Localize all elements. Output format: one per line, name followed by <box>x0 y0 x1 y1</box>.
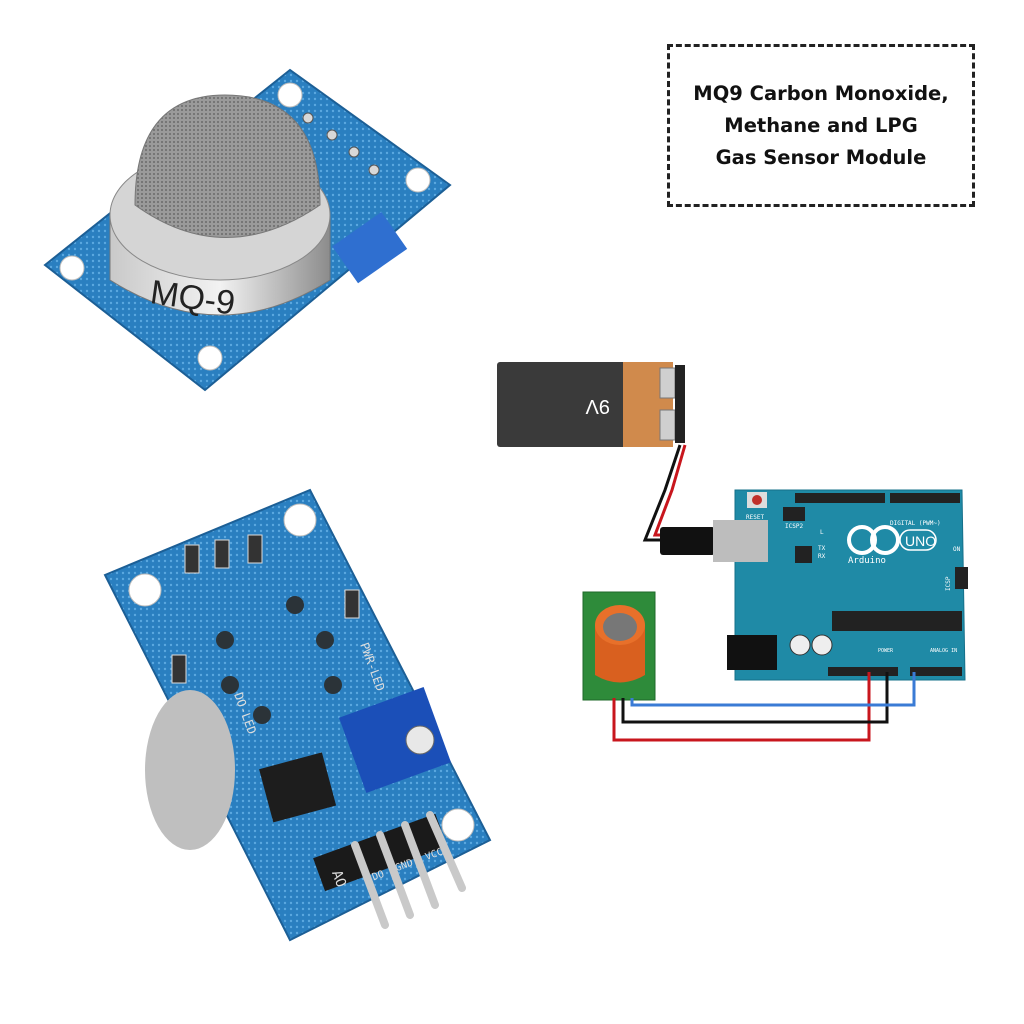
pin-label-ao: AO <box>328 868 349 889</box>
icsp2-label: ICSP2 <box>785 523 803 530</box>
ic-chip <box>259 752 337 823</box>
icsp-header <box>955 567 968 589</box>
arduino-brand: Arduino <box>848 556 886 566</box>
atmega-chip <box>832 611 962 631</box>
title-box: MQ9 Carbon Monoxide, Methane and LPG Gas… <box>667 44 975 207</box>
l-label: L <box>820 529 824 536</box>
uno-logo: UNO <box>905 533 936 549</box>
battery-9v: 9V <box>497 362 685 447</box>
arduino-uno-board: RESET ICSP2 DIGITAL (PWM~) UNO Arduino L… <box>713 489 968 681</box>
usb-port <box>713 520 768 562</box>
on-label: ON <box>953 546 961 553</box>
title-line-1: MQ9 Carbon Monoxide, <box>693 81 949 105</box>
power-jack <box>727 635 777 670</box>
digital-header-2 <box>890 493 960 503</box>
reset-label: RESET <box>746 514 764 521</box>
digital-header-1 <box>795 493 885 503</box>
digital-label: DIGITAL (PWM~) <box>890 520 941 527</box>
mq9-sensor-front: MQ-9 <box>43 68 452 392</box>
barrel-plug <box>660 527 715 555</box>
reset-button[interactable] <box>752 495 762 505</box>
title-line-3: Gas Sensor Module <box>715 145 927 169</box>
power-label: POWER <box>878 648 894 654</box>
pin-label-do: DO <box>371 869 386 883</box>
battery-wire-red <box>652 444 687 537</box>
wire-gnd-black <box>621 672 889 724</box>
mq9-sensor-back: DO GND VCC AO PWR-LED DO-LED <box>103 488 492 942</box>
potentiometer[interactable] <box>339 687 451 793</box>
icsp-label: ICSP <box>945 576 952 591</box>
battery-label: 9V <box>585 395 610 417</box>
battery-wire-black <box>642 444 682 542</box>
wire-ao-blue <box>630 672 916 707</box>
tx-label: TX <box>818 545 826 552</box>
analog-header <box>910 667 962 676</box>
title-line-2: Methane and LPG <box>724 113 918 137</box>
analog-label: ANALOG IN <box>930 648 957 654</box>
power-header <box>828 667 898 676</box>
mq-module-diagram <box>582 591 656 701</box>
rx-label: RX <box>818 553 826 560</box>
